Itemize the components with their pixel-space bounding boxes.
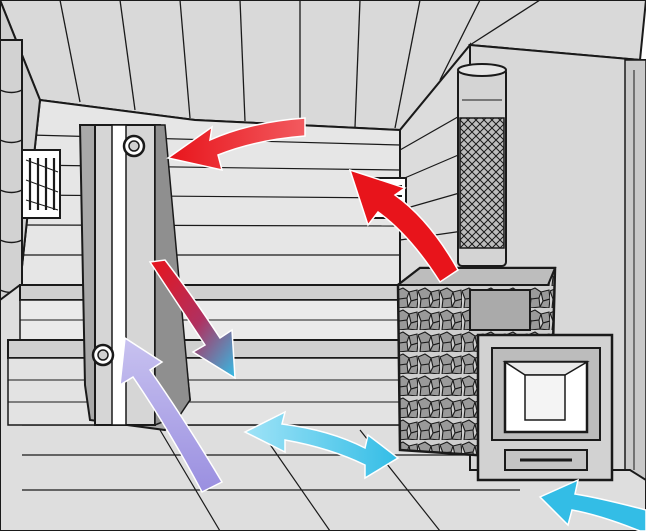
arrow-ceiling-return <box>166 117 306 172</box>
arrow-floor-to-heater <box>243 410 400 480</box>
firebox-door <box>476 333 614 482</box>
chimney-mesh <box>459 117 505 249</box>
heater-chimney <box>457 63 507 267</box>
arrow-duct-down <box>148 259 236 380</box>
arrow-fresh-air-inlet <box>538 478 646 531</box>
ceiling-boards <box>59 0 541 129</box>
arrow-duct-intake-up <box>119 336 224 493</box>
arrow-heater-rise <box>348 168 459 284</box>
window-vent-left <box>21 149 61 219</box>
